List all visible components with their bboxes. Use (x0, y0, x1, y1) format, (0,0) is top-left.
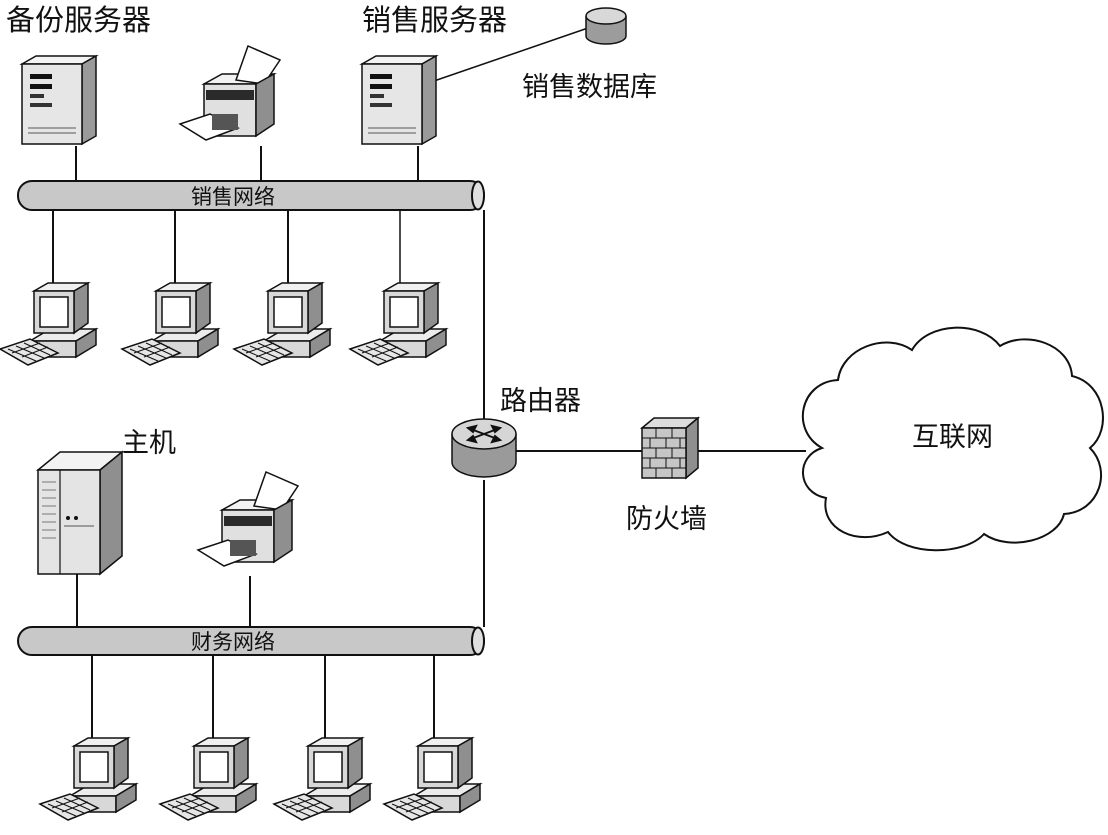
internet-label: 互联网 (912, 422, 993, 453)
finance-pc-icon (273, 737, 371, 821)
sales-network-label: 销售网络 (191, 185, 275, 209)
mainframe-host-icon (37, 451, 123, 575)
sales-db-label: 销售数据库 (522, 72, 657, 103)
firewall-label: 防火墙 (626, 504, 707, 535)
router-label: 路由器 (500, 386, 581, 417)
sales-pc-icon (233, 282, 331, 366)
backup-server-label: 备份服务器 (6, 3, 151, 37)
sales-server-label: 销售服务器 (362, 3, 507, 37)
sales-pc-icon (0, 282, 97, 366)
sales-pc-icon (121, 282, 219, 366)
sales-server-icon (361, 55, 437, 145)
finance-network-label: 财务网络 (191, 630, 275, 654)
finance-pc-icon (39, 737, 137, 821)
host-label: 主机 (122, 428, 176, 459)
sales-printer-icon (179, 45, 281, 141)
sales-network-bus (17, 180, 485, 211)
sales-pc-icon (349, 282, 447, 366)
firewall-brick-icon (641, 417, 699, 479)
finance-pc-icon (383, 737, 481, 821)
database-cylinder-icon (585, 7, 627, 45)
finance-printer-icon (197, 471, 299, 567)
finance-network-bus (17, 626, 485, 656)
finance-pc-icon (159, 737, 257, 821)
backup-server-icon (21, 55, 97, 145)
cloud-icon (801, 326, 1104, 552)
router-icon (451, 418, 517, 478)
